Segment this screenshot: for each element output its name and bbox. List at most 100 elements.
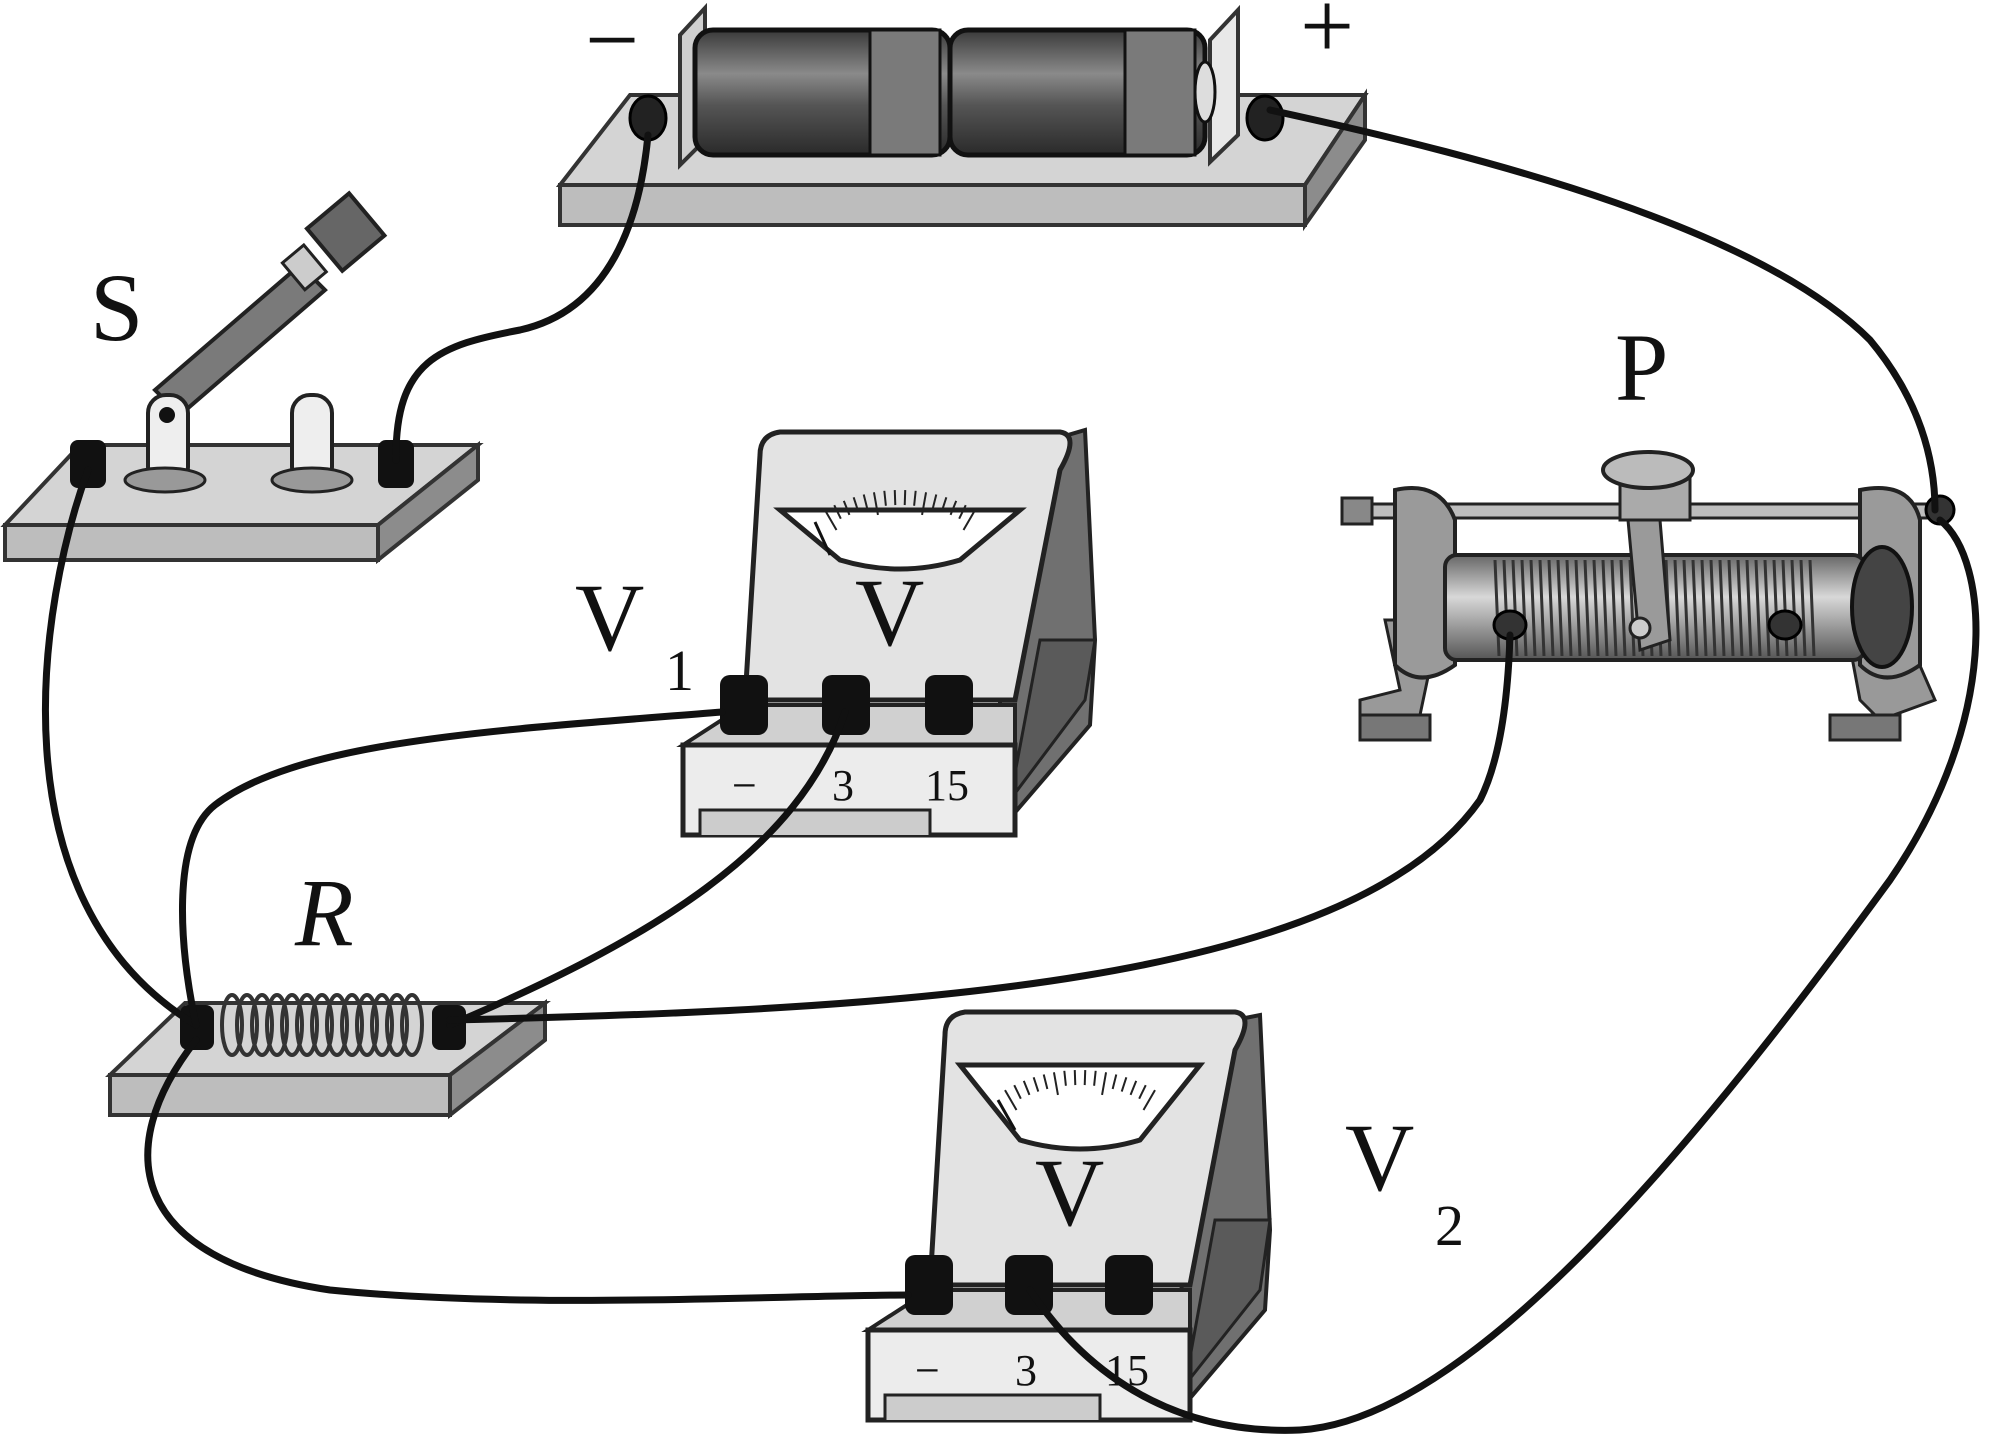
battery-minus-label: − — [585, 0, 639, 93]
coil-loop — [370, 993, 394, 1057]
voltmeter-1-terminal-3-label: 3 — [832, 761, 854, 810]
coil-loop — [325, 993, 349, 1057]
coil-loop — [295, 993, 319, 1057]
winding-line — [1547, 559, 1555, 657]
dial-tick — [913, 490, 917, 506]
wire-battery-neg-to-switch — [392, 131, 652, 464]
dial-tick — [1042, 1074, 1049, 1090]
coil-loop — [250, 993, 274, 1057]
winding-line — [1754, 559, 1762, 657]
switch-terminal-right — [378, 440, 414, 488]
coil-loop — [310, 993, 334, 1057]
winding-line — [1592, 559, 1600, 657]
winding-line — [1799, 559, 1807, 657]
dial-tick — [1120, 1077, 1128, 1092]
dial-tick — [883, 490, 887, 506]
wire-v2-3-to-rheostat — [1026, 516, 1980, 1434]
dial-tick — [1138, 1084, 1147, 1100]
coil-loop — [265, 993, 289, 1057]
voltmeter-1-terminal-minus-label: − — [732, 761, 757, 810]
voltmeter-2-terminal-3-label: 3 — [1015, 1346, 1037, 1395]
dial-tick — [958, 504, 967, 520]
rheostat: P — [1340, 314, 1956, 742]
dial-tick — [1004, 1089, 1018, 1111]
battery-terminal-positive — [1245, 94, 1285, 142]
resistor-coil — [220, 993, 424, 1057]
winding-line — [1556, 559, 1564, 657]
dial-tick — [1111, 1074, 1118, 1090]
winding-line — [1601, 559, 1609, 657]
winding-line — [1538, 559, 1546, 657]
dial-tick — [833, 504, 842, 520]
wires — [41, 106, 1980, 1434]
dial-tick — [852, 497, 860, 512]
winding-line — [1691, 559, 1699, 657]
voltmeter-1-scale — [824, 490, 976, 531]
winding-line — [1619, 559, 1627, 657]
voltmeter-1-dial — [773, 507, 1027, 572]
voltmeter-1-terminal-3 — [822, 675, 870, 735]
coil-loop — [340, 993, 364, 1057]
winding-line — [1673, 559, 1681, 657]
winding-line — [1790, 559, 1798, 657]
voltmeter-2-terminal-15 — [1105, 1255, 1153, 1315]
dial-tick — [903, 490, 907, 506]
dial-tick — [1013, 1084, 1022, 1100]
dial-tick — [872, 492, 879, 516]
dial-tick — [842, 500, 851, 516]
winding-line — [1682, 559, 1690, 657]
winding-line — [1574, 559, 1582, 657]
winding-line — [1583, 559, 1591, 657]
voltmeter-1-face-label: V — [855, 559, 924, 666]
coil-loop — [220, 993, 244, 1057]
dial-tick — [1063, 1070, 1067, 1086]
resistor-label: R — [294, 859, 354, 966]
dial-tick — [1129, 1080, 1138, 1096]
winding-line — [1763, 559, 1771, 657]
coil-loop — [355, 993, 379, 1057]
winding-line — [1736, 559, 1744, 657]
dial-tick — [1022, 1080, 1031, 1096]
voltmeter-1-name: V — [575, 564, 644, 671]
dial-tick — [1073, 1070, 1077, 1086]
dial-tick — [1101, 1072, 1108, 1096]
dial-tick — [1052, 1072, 1059, 1096]
voltmeter-2-name: V — [1345, 1104, 1414, 1211]
winding-line — [1745, 559, 1753, 657]
wire-v1-3-to-resistor — [446, 708, 849, 1029]
winding-line — [1727, 559, 1735, 657]
coil-loop — [280, 993, 304, 1057]
coil-loop — [385, 993, 409, 1057]
wire-resistor-to-rheostat — [446, 631, 1514, 1024]
voltmeter-2-face-label: V — [1035, 1139, 1104, 1246]
switch-terminal-left — [70, 440, 106, 488]
voltmeter-1-terminal-minus — [720, 675, 768, 735]
rheostat-slider[interactable] — [1601, 450, 1695, 490]
wire-resistor-to-v2-minus — [144, 1036, 912, 1304]
dial-tick — [862, 494, 869, 510]
winding-line — [1700, 559, 1708, 657]
dial-tick — [962, 509, 976, 531]
coil-loop — [235, 993, 259, 1057]
voltmeter-2-terminal-minus — [905, 1255, 953, 1315]
switch-lever — [152, 262, 328, 418]
voltmeter-2-dial — [954, 1062, 1206, 1152]
battery: − + — [555, 0, 1369, 232]
winding-line — [1610, 559, 1618, 657]
voltmeter-1-subscript: 1 — [665, 638, 694, 703]
dial-tick — [1093, 1070, 1097, 1086]
winding-line — [1565, 559, 1573, 657]
coil-loop — [400, 993, 424, 1057]
winding-line — [1529, 559, 1537, 657]
voltmeter-1: − 3 15 V V 1 — [575, 427, 1098, 838]
voltmeter-2-terminal-minus-label: − — [915, 1346, 940, 1395]
dial-tick — [921, 492, 928, 516]
winding-line — [1628, 559, 1636, 657]
dial-tick — [940, 497, 948, 512]
dial-tick — [1083, 1070, 1087, 1086]
wire-v1-minus-to-resistor — [179, 708, 726, 1029]
dial-tick — [824, 509, 838, 531]
winding-line — [1493, 559, 1501, 657]
